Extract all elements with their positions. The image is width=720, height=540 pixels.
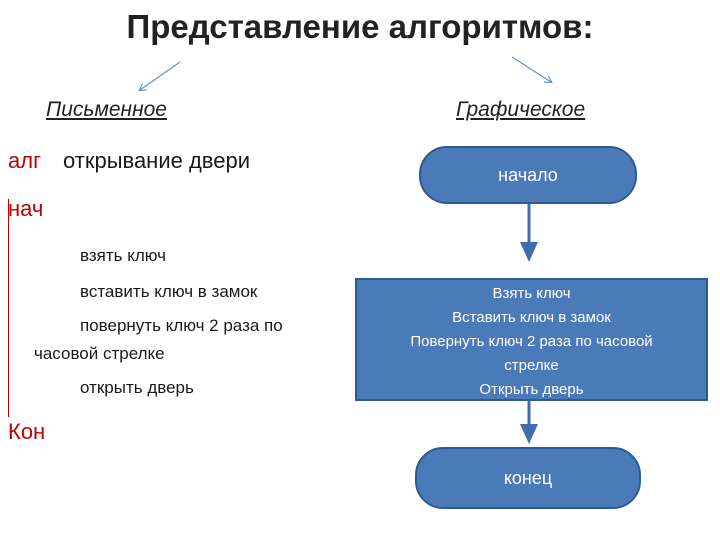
step-3: повернуть ключ 2 раза по bbox=[80, 316, 283, 335]
alg-keyword: алг bbox=[8, 148, 42, 173]
pointer-arrow-written bbox=[140, 61, 181, 90]
step-4: открыть дверь bbox=[80, 378, 194, 397]
step-3-continued: часовой стрелке bbox=[34, 344, 165, 363]
end-terminal: конец bbox=[415, 447, 641, 509]
process-line-2: Вставить ключ в замок bbox=[452, 309, 611, 326]
start-terminal: начало bbox=[419, 146, 637, 204]
end-keyword: Кон bbox=[8, 419, 46, 444]
pointer-arrow-graphic bbox=[511, 56, 551, 82]
process-line-5: Открыть дверь bbox=[479, 381, 584, 398]
end-label: конец bbox=[503, 467, 553, 488]
process-line-3: Повернуть ключ 2 раза по часовой bbox=[410, 333, 653, 350]
process-line-1: Взять ключ bbox=[492, 285, 571, 302]
step-2: вставить ключ в замок bbox=[80, 282, 258, 301]
process-block: Взять ключ Вставить ключ в замок Поверну… bbox=[355, 278, 708, 401]
written-heading: Письменное bbox=[46, 98, 167, 121]
block-bracket bbox=[8, 199, 9, 417]
page-title: Представление алгоритмов: bbox=[126, 8, 594, 45]
begin-keyword: нач bbox=[8, 196, 44, 221]
flow-arrow-start-to-process bbox=[520, 204, 538, 262]
flow-arrow-process-to-end bbox=[520, 401, 538, 444]
step-1: взять ключ bbox=[80, 246, 166, 265]
graphic-heading: Графическое bbox=[456, 98, 586, 121]
process-line-4: стрелке bbox=[504, 357, 559, 374]
start-label: начало bbox=[498, 164, 558, 185]
algorithm-name: открывание двери bbox=[63, 148, 250, 173]
